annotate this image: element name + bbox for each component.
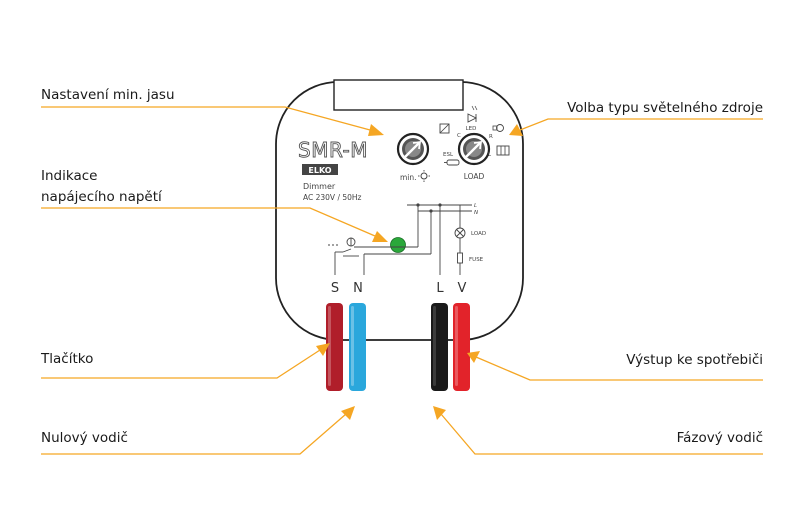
schematic-l-label: L [474,203,477,209]
mark-led: LED [466,126,477,132]
wire-output [453,303,470,391]
bulb-icon [492,124,504,132]
schematic-n-label: N [474,210,478,216]
load-knob-label: LOAD [464,172,485,181]
mark-esl: ESL [443,152,454,158]
transformer-icon [496,145,510,156]
leader-indication [41,207,376,237]
arrowhead-neutral [341,406,355,420]
label-min-brightness: Nastavení min. jasu [41,87,175,103]
wire-button [326,303,343,391]
electronic-transformer-icon [439,123,450,134]
leader-light-source [519,118,763,131]
arrowhead-min-brightness [368,124,384,136]
led-icon [467,105,478,123]
label-light-source: Volba typu světelného zdroje [567,100,763,116]
terminal-l-label: L [436,281,444,296]
power-indicator-led [390,237,406,253]
arrowhead-phase [433,406,446,420]
mark-l: L [488,152,492,158]
label-phase: Fázový vodič [676,430,763,446]
min-brightness-knob[interactable] [396,132,430,166]
device-type: Dimmer [303,182,336,191]
sun-icon [418,170,430,182]
min-knob-label: min. [400,173,417,182]
leader-lines [41,106,763,455]
brand-logo [302,164,338,175]
terminal-v-label: V [458,281,467,296]
label-button: Tlačítko [41,351,94,367]
terminal-s-label: S [331,281,339,296]
label-indication-line1: Indikace [41,168,98,184]
wiring-schematic [328,204,472,275]
schematic-fuse-label: FUSE [469,257,484,263]
device-housing [275,81,524,341]
wire-phase [431,303,448,391]
label-output: Výstup ke spotřebiči [626,352,763,368]
mark-c: C [457,133,461,139]
brand-text: ELKO [308,166,331,175]
load-type-knob[interactable] [457,132,491,166]
arrowhead-output [467,351,480,363]
arrowhead-button [316,343,330,356]
label-slot [333,79,464,111]
leader-arrowheads [316,124,523,420]
leader-neutral [41,413,347,455]
leader-phase [440,413,763,455]
schematic-junctions [416,203,442,213]
schematic-load-label: LOAD [471,231,486,237]
label-indication-line2: napájecího napětí [41,189,162,205]
arrowhead-light-source [509,124,523,136]
model-text: SMR-M [298,138,368,162]
mark-r: R [489,134,493,140]
leader-min-brightness [41,106,371,131]
arrowhead-indication [372,231,388,242]
wire-neutral [349,303,366,391]
leader-output [475,356,763,381]
terminal-n-label: N [353,281,363,296]
leader-button [41,349,321,379]
esl-lamp-icon [444,159,460,166]
label-neutral: Nulový vodič [41,430,128,446]
device-rating: AC 230V / 50Hz [303,193,362,202]
